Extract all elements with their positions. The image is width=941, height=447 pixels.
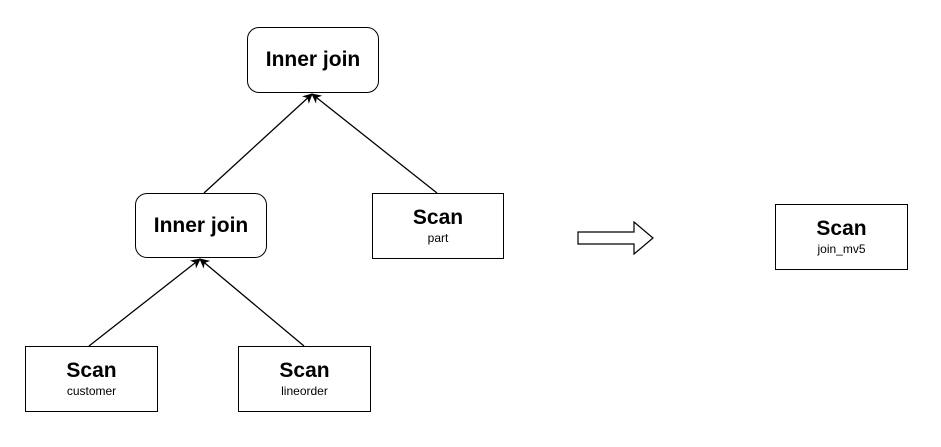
scan-part-node: Scan part	[372, 193, 504, 259]
node-title: Scan	[279, 359, 330, 382]
node-table-name: join_mv5	[817, 242, 866, 256]
node-table-name: customer	[66, 384, 117, 398]
node-table-name: part	[427, 231, 449, 245]
node-title: Inner join	[153, 213, 249, 237]
edge-scan-part-to-root-join	[311, 93, 438, 194]
node-title: Scan	[66, 359, 117, 382]
scan-lineorder-node: Scan lineorder	[238, 346, 371, 412]
edge-scan-customer-to-child-join	[88, 258, 201, 347]
child-inner-join-node: Inner join	[135, 193, 267, 258]
node-table-name: lineorder	[281, 384, 328, 398]
node-title: Scan	[816, 217, 867, 240]
node-title: Inner join	[265, 48, 361, 71]
scan-customer-node: Scan customer	[25, 346, 158, 412]
node-title: Scan	[412, 206, 464, 229]
scan-join-mv5-node: Scan join_mv5	[775, 204, 908, 270]
edge-child-join-to-root-join	[203, 93, 313, 194]
edge-scan-lineorder-to-child-join	[199, 258, 305, 347]
hollow-right-arrow-icon	[577, 221, 654, 255]
root-inner-join-node: Inner join	[247, 27, 379, 93]
